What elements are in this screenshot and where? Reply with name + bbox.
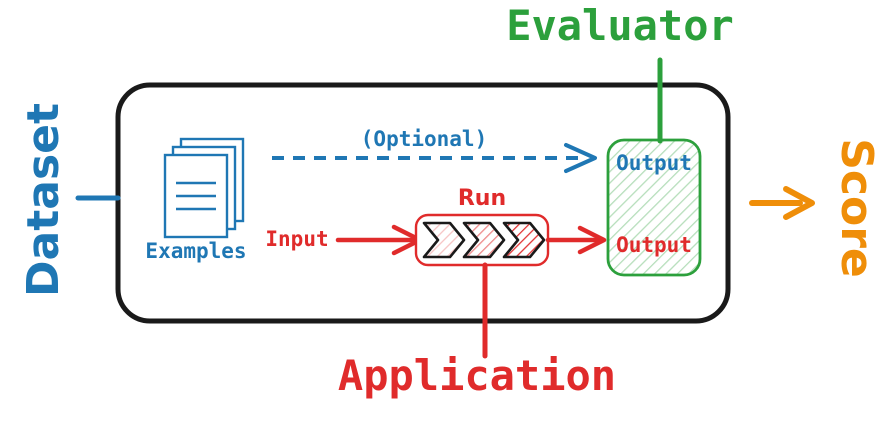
run-label: Run	[458, 186, 506, 211]
optional-label: (Optional)	[361, 127, 487, 151]
run-to-output-arrow	[545, 225, 607, 255]
score-arrow-head	[783, 186, 815, 220]
input-label: Input	[265, 227, 328, 251]
dataset-label: Dataset	[18, 103, 69, 297]
examples-icon	[163, 137, 245, 239]
output-label-top: Output	[616, 151, 692, 175]
evaluator-label: Evaluator	[506, 1, 734, 50]
chevron-3	[502, 221, 546, 259]
run-to-output-arrow-head	[577, 225, 607, 255]
chevron-1	[422, 221, 466, 259]
chevron-2	[462, 221, 506, 259]
score-label: Score	[831, 138, 882, 278]
score-arrow	[749, 186, 815, 220]
pipeline-container-box	[115, 82, 731, 324]
application-label: Application	[338, 351, 616, 400]
optional-arrow	[272, 143, 597, 173]
output-label-bottom: Output	[616, 233, 692, 257]
examples-label: Examples	[145, 239, 246, 263]
input-arrow	[335, 224, 423, 256]
run-chevrons	[422, 221, 546, 259]
optional-arrow-head	[564, 143, 597, 173]
output-box	[606, 138, 702, 277]
